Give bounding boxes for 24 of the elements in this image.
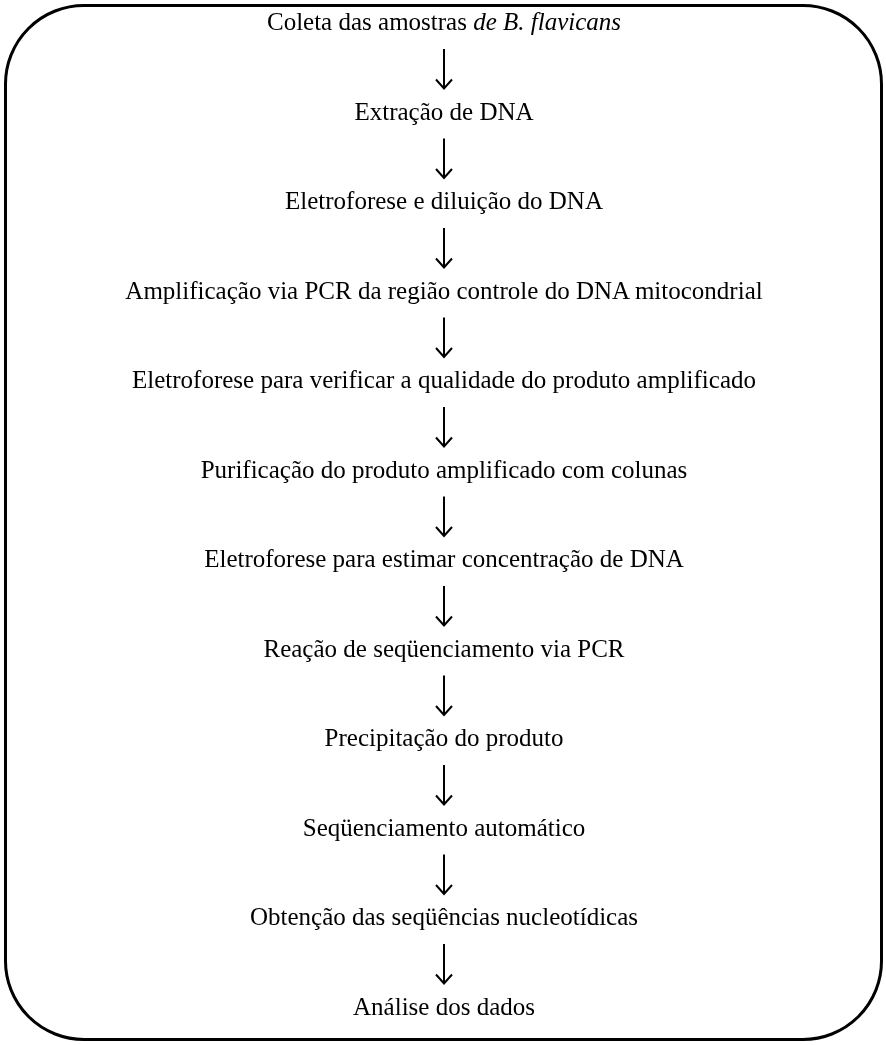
- arrow: [435, 585, 453, 627]
- arrow: [435, 48, 453, 90]
- arrow: [435, 943, 453, 985]
- arrow: [435, 764, 453, 806]
- arrow: [435, 853, 453, 895]
- step-text: Eletroforese para verificar a qualidade do produto amplificado: [132, 365, 756, 395]
- arrow: [435, 316, 453, 358]
- step-text: Coleta das amostras de B. flavicans: [266, 7, 622, 37]
- step-text: Extração de DNA: [354, 96, 534, 127]
- arrow: [435, 406, 453, 448]
- rounded-frame: [4, 4, 883, 1041]
- step-text: Análise dos dados: [353, 991, 535, 1022]
- arrow: [435, 227, 453, 269]
- step-text: Seqüenciamento automático: [302, 812, 586, 843]
- step-text: Reação de seqüenciamento via PCR: [263, 633, 625, 664]
- step-text: Amplificação via PCR da região controle do DNA mitocondrial: [125, 275, 763, 306]
- step-text: Obtenção das seqüências nucleotídicas: [249, 902, 639, 932]
- step-text: Eletroforese e diluição do DNA: [285, 186, 603, 216]
- arrow: [435, 674, 453, 716]
- arrow: [435, 495, 453, 537]
- arrow: [435, 137, 453, 179]
- step-text: Precipitação do produto: [324, 723, 564, 753]
- step-text: Eletroforese para estimar concentração de DNA: [204, 544, 684, 574]
- step-text: Purificação do produto amplificado com colunas: [200, 454, 688, 485]
